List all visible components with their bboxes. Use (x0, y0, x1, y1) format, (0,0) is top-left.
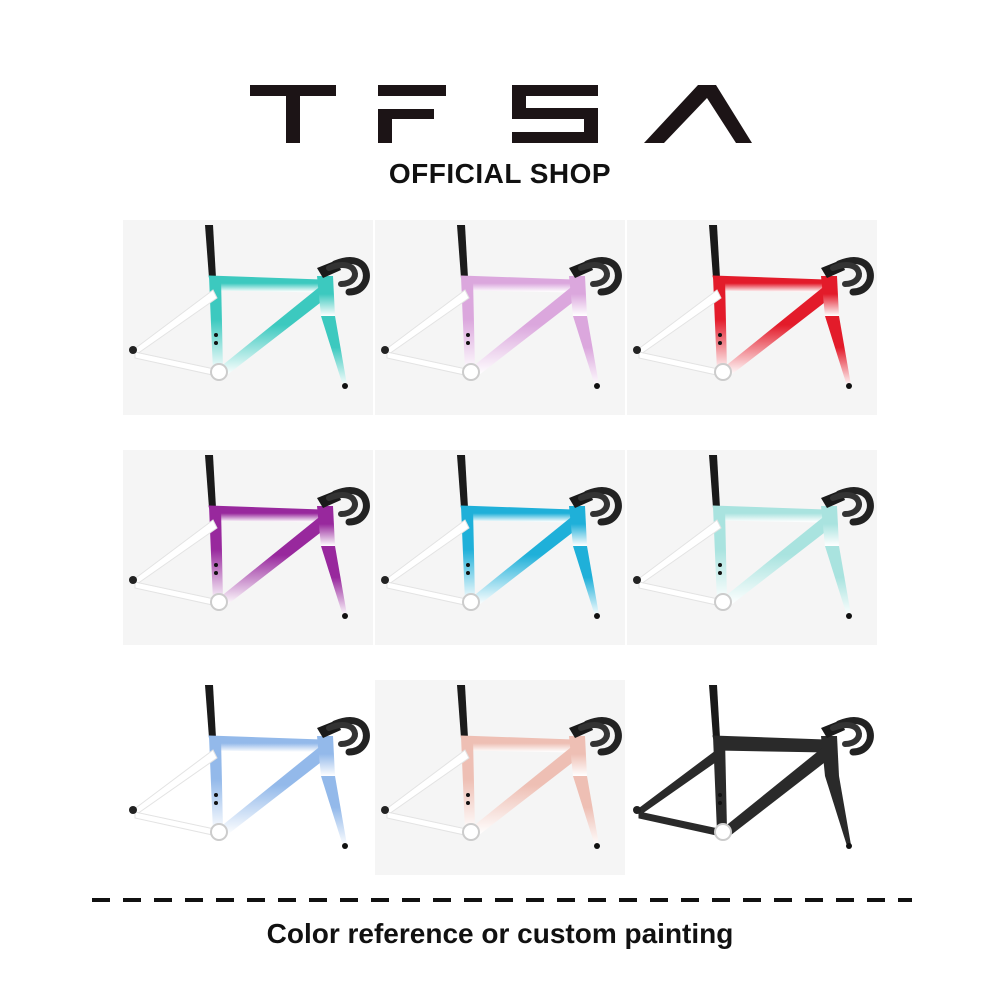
dashed-divider (92, 898, 912, 902)
bike-frame-icon (375, 680, 625, 875)
frame-tile-5 (375, 450, 625, 645)
bike-frame-icon (123, 220, 373, 415)
bike-frame-icon (627, 450, 877, 645)
frame-tile-8 (375, 680, 625, 875)
frame-tile-1 (123, 220, 373, 415)
frame-tile-3 (627, 220, 877, 415)
frame-tile-9 (627, 680, 877, 875)
frame-tile-2 (375, 220, 625, 415)
bike-frame-icon (129, 685, 370, 849)
frame-tile-6 (627, 450, 877, 645)
frame-tile-7 (123, 680, 373, 875)
frame-tile-4 (123, 450, 373, 645)
shop-title: OFFICIAL SHOP (388, 158, 612, 189)
bike-frame-icon (627, 220, 877, 415)
caption: Color reference or custom painting (266, 918, 734, 949)
bike-frame-icon (123, 450, 373, 645)
bike-frame-icon (633, 685, 874, 849)
bike-frame-icon (375, 220, 625, 415)
tfsa-logo (250, 85, 752, 143)
bike-frame-icon (375, 450, 625, 645)
